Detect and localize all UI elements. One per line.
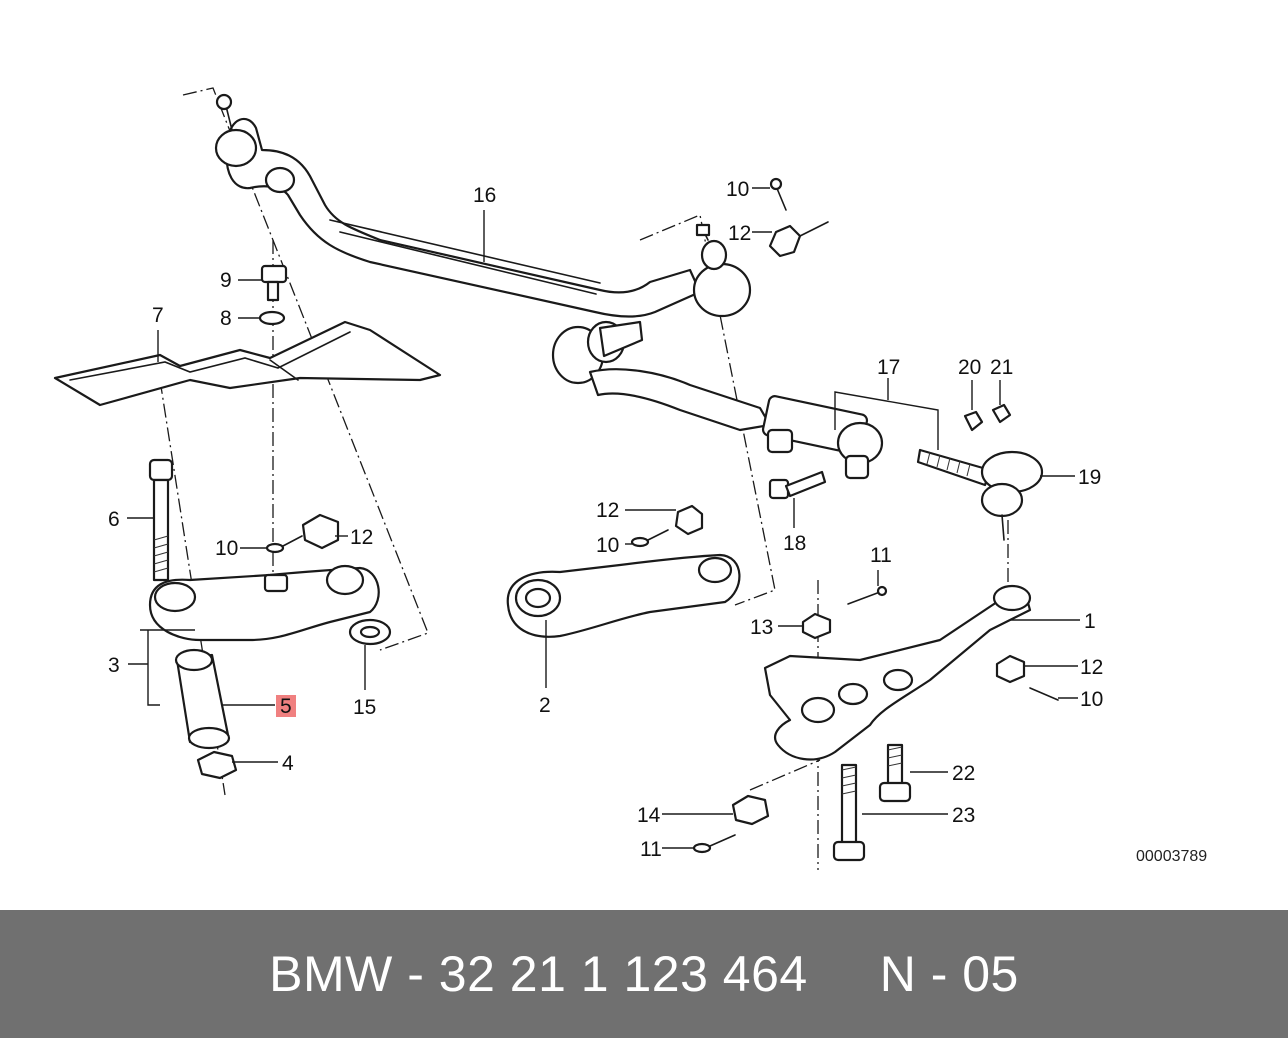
callout-10-mid: 10 — [596, 534, 619, 557]
callout-11-top: 11 — [870, 544, 892, 567]
callout-10-right: 10 — [1080, 688, 1103, 711]
part-17-tie-rod-adjustable — [551, 320, 884, 480]
part-5-bushing — [174, 648, 231, 750]
footer-bar: BMW - 32 21 1 123 464 N - 05 — [0, 910, 1288, 1038]
part-2-pitman-arm — [506, 504, 741, 638]
position-code: N - 05 — [879, 946, 1019, 1002]
callout-6: 6 — [108, 508, 120, 531]
callout-8: 8 — [220, 307, 232, 330]
callout-10-top: 10 — [726, 178, 749, 201]
callout-12-top: 12 — [728, 222, 751, 245]
callout-21: 21 — [990, 356, 1013, 379]
reference-code: 00003789 — [1136, 848, 1207, 865]
callout-3: 3 — [108, 654, 120, 677]
part-7-shield-plate — [53, 320, 442, 407]
part-14-castle-nut — [692, 794, 770, 854]
callout-18: 18 — [783, 532, 806, 555]
tie-rod-end-right — [692, 177, 829, 318]
steering-linkage-diagram: 16 7 9 8 6 10 12 3 5 4 15 2 12 10 10 12 … — [53, 87, 1207, 870]
part-19-tie-rod-end — [916, 403, 1044, 541]
part-16-tie-rod — [214, 93, 702, 318]
part-18-bolt — [768, 470, 827, 500]
callout-14: 14 — [637, 804, 661, 827]
callout-12-left: 12 — [350, 526, 373, 549]
part-1-bracket — [763, 584, 1059, 761]
part-23-bolt — [832, 763, 866, 862]
callout-5-highlight — [276, 695, 296, 717]
callout-15: 15 — [353, 696, 376, 719]
callout-17: 17 — [877, 356, 900, 379]
part-8-washer — [258, 310, 286, 326]
callout-16: 16 — [473, 184, 496, 207]
callout-2: 2 — [539, 694, 551, 717]
callout-11-bottom: 11 — [640, 838, 662, 861]
callout-22: 22 — [952, 762, 975, 785]
callout-23: 23 — [952, 804, 975, 827]
part-3-idler-arm — [148, 458, 392, 646]
callout-1: 1 — [1084, 610, 1096, 633]
part-number: 32 21 1 123 464 — [438, 946, 808, 1002]
part-info-caption: BMW - 32 21 1 123 464 N - 05 — [269, 946, 1019, 1002]
callout-12-right: 12 — [1080, 656, 1103, 679]
callout-4: 4 — [282, 752, 294, 775]
callout-9: 9 — [220, 269, 232, 292]
brand-name: BMW — [269, 946, 393, 1002]
callout-7: 7 — [152, 304, 164, 327]
callouts: 16 7 9 8 6 10 12 3 5 4 15 2 12 10 10 12 … — [108, 178, 1207, 865]
callout-19: 19 — [1078, 466, 1101, 489]
part-4-nut — [196, 750, 238, 780]
callout-20: 20 — [958, 356, 981, 379]
part-9-bolt — [260, 264, 288, 302]
callout-10-left: 10 — [215, 537, 238, 560]
part-22-bolt — [878, 743, 912, 803]
callout-13: 13 — [750, 616, 773, 639]
callout-12-mid: 12 — [596, 499, 619, 522]
callout-5: 5 — [280, 695, 292, 718]
leader-lines — [127, 187, 1080, 849]
